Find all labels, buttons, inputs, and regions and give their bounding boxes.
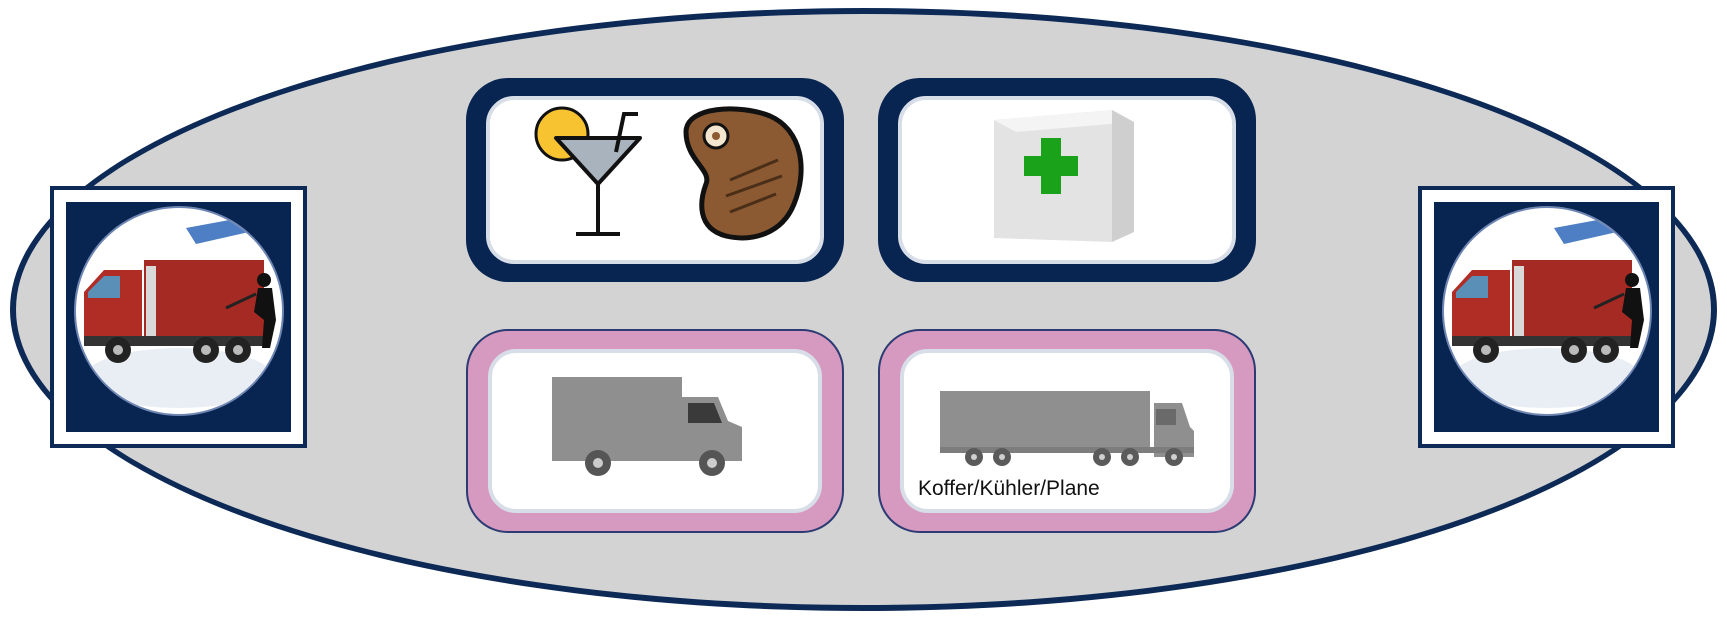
semi-trailer-tile: Koffer/Kühler/Plane bbox=[878, 329, 1256, 533]
delivery-truck-icon bbox=[552, 377, 742, 476]
truck-theft-panel-left bbox=[66, 202, 291, 432]
trailer-type-label: Koffer/Kühler/Plane bbox=[918, 477, 1100, 501]
medical-panel bbox=[898, 96, 1236, 264]
semi-trailer-panel: Koffer/Kühler/Plane bbox=[900, 349, 1234, 513]
semi-truck-icon bbox=[940, 391, 1194, 466]
truck-theft-image bbox=[74, 206, 284, 416]
truck-theft-image bbox=[1442, 206, 1652, 416]
medical-box-icon bbox=[994, 110, 1134, 242]
medical-tile bbox=[878, 78, 1256, 282]
food-drinks-tile bbox=[466, 78, 844, 282]
cocktail-glass-icon bbox=[536, 108, 640, 234]
delivery-van-tile bbox=[466, 329, 844, 533]
food-drinks-panel bbox=[486, 96, 824, 264]
truck-theft-frame-right bbox=[1418, 186, 1675, 448]
truck-theft-frame-left bbox=[50, 186, 307, 448]
delivery-van-panel bbox=[488, 349, 822, 513]
truck-theft-panel-right bbox=[1434, 202, 1659, 432]
steak-icon bbox=[686, 109, 801, 238]
